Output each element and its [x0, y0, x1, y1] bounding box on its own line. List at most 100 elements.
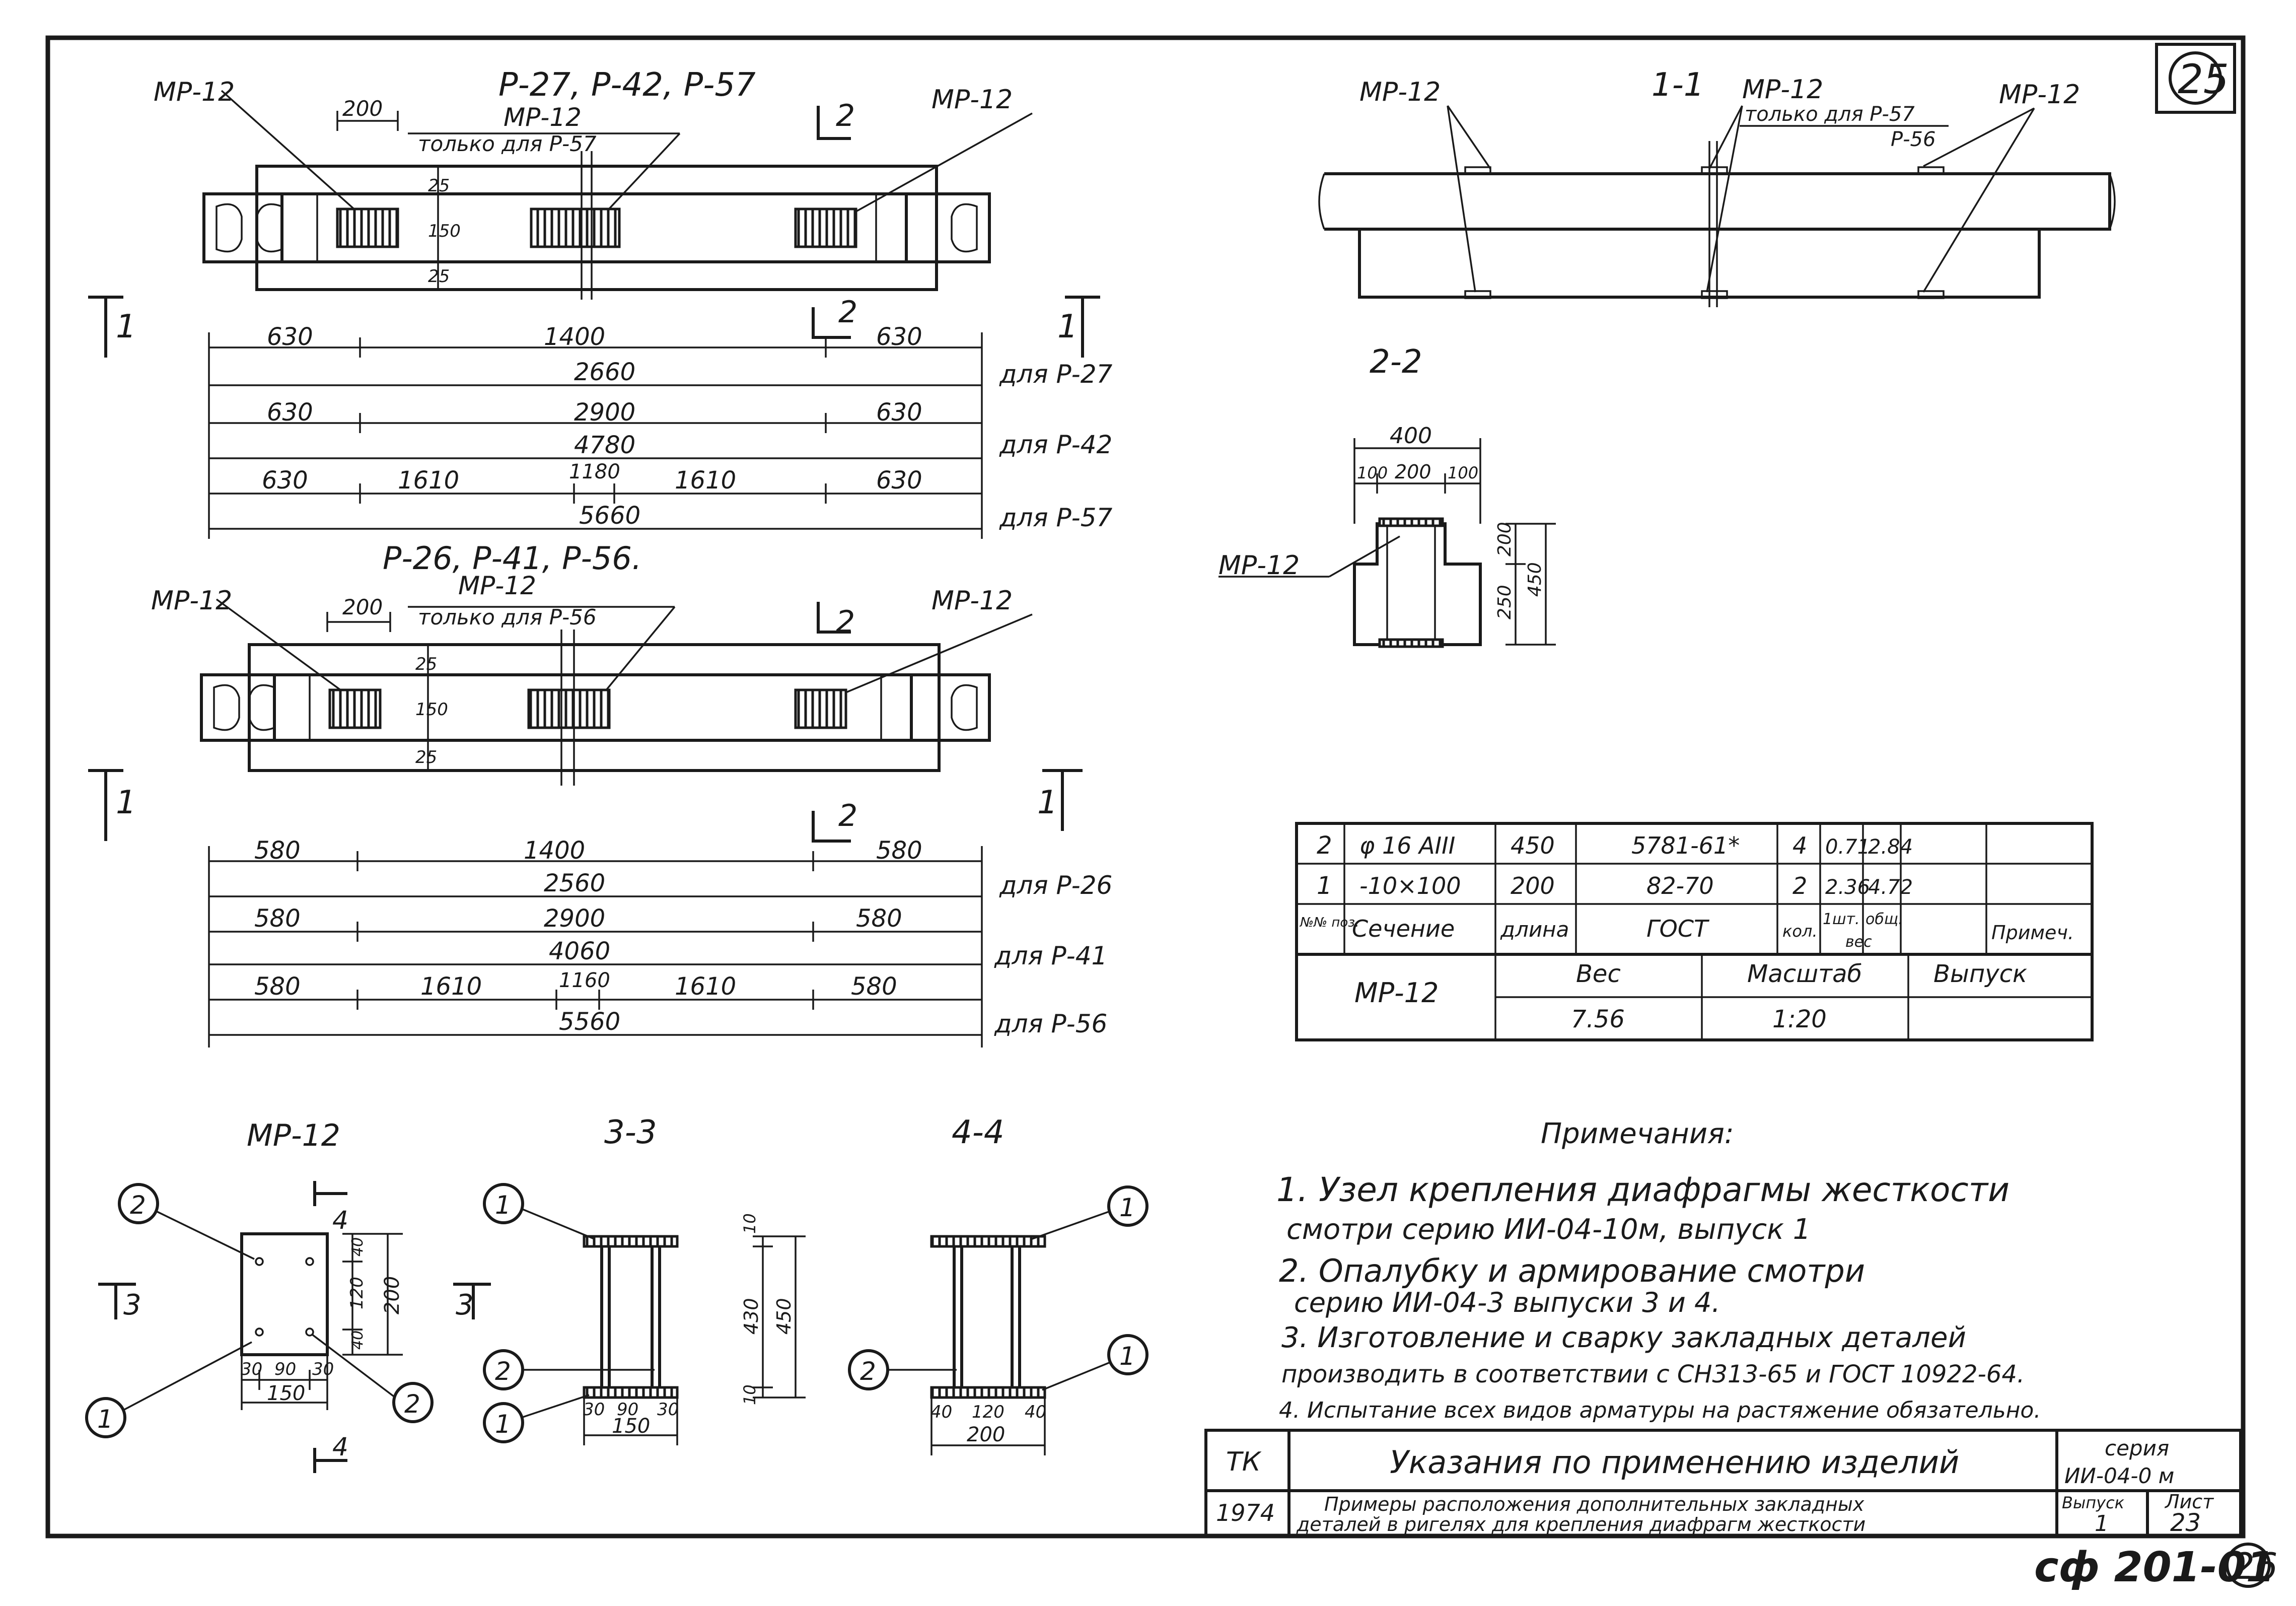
plan-bottom-title: Р-26, Р-41, Р-56. — [383, 540, 642, 577]
plan-bottom-dim-r1-b: 1400 — [524, 836, 585, 865]
section-3-3-title: 3-3 — [604, 1114, 657, 1151]
section-3-3-dim-30a: 30 — [583, 1400, 605, 1420]
section-3-3-dim-90: 90 — [617, 1400, 638, 1420]
plan-top-dim-r4-for: для Р-42 — [999, 430, 1112, 459]
section-1-1-title: 1-1 — [1652, 66, 1704, 104]
plan-bottom-dim-r6-for: для Р-56 — [994, 1009, 1107, 1038]
section-4-4-dim-120: 120 — [972, 1402, 1004, 1422]
section-2-2-dim-450: 450 — [1525, 562, 1545, 597]
title-block-series-label: серия — [2105, 1436, 2169, 1460]
section-4-4-dim-40b: 40 — [1025, 1402, 1046, 1422]
plan-top-dim-r2-for: для Р-27 — [999, 360, 1113, 389]
section-3-3: 3-3 1 2 1 30 90 30 150 10 430 450 10 — [483, 1114, 806, 1445]
detail-mp12-callout-1: 1 — [97, 1405, 113, 1434]
section-3-3-dim-10b: 10 — [740, 1384, 759, 1405]
detail-mp12-dim-90: 90 — [274, 1359, 296, 1379]
section-2-2-dim-400: 400 — [1390, 423, 1432, 449]
spec-row-1-w1: 0.71 — [1825, 835, 1870, 859]
title-block: ТК 1974 Указания по применению изделий П… — [1204, 1429, 2242, 1538]
plan-bottom-section-1-right: 1 — [1037, 784, 1058, 821]
detail-mp12-dim-30a: 30 — [241, 1359, 262, 1379]
detail-mp12-section-3-left: 3 — [123, 1289, 141, 1321]
plan-bottom-dim-r5-a: 580 — [254, 972, 301, 1001]
section-2-2: 2-2 МР-12 400 100 200 100 250 200 450 — [1218, 343, 1556, 648]
plan-bottom-dim-r5-e: 580 — [851, 972, 897, 1001]
plan-top-dim-r3-a: 630 — [267, 398, 313, 427]
spec-row-2-gost: 82-70 — [1646, 872, 1714, 899]
section-2-2-label: МР-12 — [1218, 550, 1300, 581]
notes: Примечания: 1. Узел крепления диафрагмы … — [1276, 1118, 2041, 1423]
plan-top: Р-27, Р-42, Р-57 МР-12 МР-12 МР-12 тольк… — [88, 66, 1113, 539]
section-4-4-dim-40a: 40 — [930, 1402, 952, 1422]
notes-line-4: серию ИИ-04-3 выпуски 3 и 4. — [1294, 1287, 1720, 1318]
title-block-sheet: 23 — [2170, 1509, 2201, 1537]
spec-header-section: Сечение — [1352, 915, 1455, 942]
plan-bottom-dim-r3-b: 2900 — [544, 904, 605, 933]
section-2-2-dim-200v: 200 — [1494, 522, 1515, 556]
detail-mp12-dim-40a: 40 — [349, 1237, 367, 1256]
title-block-subtitle-1: Примеры расположения дополнительных закл… — [1324, 1493, 1864, 1515]
section-2-2-title: 2-2 — [1370, 343, 1422, 381]
spec-header-wt: общ. — [1866, 911, 1903, 928]
spec-row-2-section: -10×100 — [1359, 872, 1461, 899]
plan-top-dim-150: 150 — [428, 221, 461, 241]
spec-row-1-pos: 2 — [1317, 831, 1332, 860]
section-3-3-dim-30b: 30 — [657, 1400, 679, 1420]
plan-top-dim-25a: 25 — [428, 176, 450, 196]
notes-line-7: 4. Испытание всех видов арматуры на раст… — [1279, 1398, 2041, 1423]
plan-bottom-label-mid-note: только для Р-56 — [418, 605, 597, 630]
plan-top-label-right: МР-12 — [931, 85, 1013, 115]
plan-bottom-dim-r4-for: для Р-41 — [994, 941, 1107, 970]
spec-row: 1 -10×100 200 82-70 2 2.36 4.72 — [1317, 872, 1913, 900]
section-4-4-callout-1b: 1 — [1119, 1342, 1135, 1371]
section-3-3-callout-2: 2 — [495, 1357, 511, 1386]
plan-top-dim-r3-c: 630 — [876, 398, 922, 427]
plan-bottom-dim-r3-c: 580 — [856, 904, 902, 933]
spec-row-2-pos: 1 — [1317, 872, 1332, 900]
title-block-sheet-label: Лист — [2164, 1491, 2214, 1513]
plan-top-dim-r4-total: 4780 — [574, 431, 635, 459]
detail-mp12-dim-200: 200 — [381, 1276, 404, 1314]
detail-mp12-section-4-top: 4 — [332, 1206, 348, 1235]
plan-top-dim-r5-d: 1610 — [675, 466, 736, 495]
spec-header-weight: вес — [1845, 933, 1872, 951]
plan-top-label-mid-note: только для Р-57 — [418, 131, 597, 156]
plan-bottom-dim-r1-c: 580 — [876, 836, 922, 865]
sheet-frame: 25 26 сф 201-01 — [45, 35, 2278, 1591]
notes-line-6: производить в соответствии с СН313-65 и … — [1281, 1360, 2025, 1388]
plan-top-label-mid: МР-12 — [504, 103, 582, 132]
spec-header-note: Примеч. — [1991, 922, 2074, 944]
section-3-3-dim-430: 430 — [740, 1298, 762, 1335]
title-block-org: ТК — [1226, 1447, 1262, 1477]
title-block-subtitle-2: деталей в ригелях для крепления диафрагм… — [1296, 1513, 1866, 1535]
section-4-4-dim-200: 200 — [967, 1423, 1005, 1446]
plan-bottom-dim-r3-a: 580 — [254, 904, 301, 933]
plan-top-dim-25b: 25 — [428, 266, 450, 287]
plan-bottom-dim-25b: 25 — [415, 747, 437, 767]
plan-bottom: Р-26, Р-41, Р-56. МР-12 МР-12 МР-12 толь… — [88, 540, 1112, 1048]
detail-mp12-dim-120: 120 — [347, 1277, 367, 1309]
plan-top-label-left: МР-12 — [154, 77, 235, 107]
title-block-title: Указания по применению изделий — [1390, 1444, 1959, 1481]
page-number-bottom: 26 — [2232, 1545, 2278, 1587]
detail-mp12-callout-2b: 2 — [404, 1389, 420, 1419]
section-3-3-dim-150: 150 — [612, 1415, 650, 1438]
section-3-3-dim-10a: 10 — [740, 1213, 759, 1234]
spec-row-2-length: 200 — [1511, 872, 1555, 899]
section-2-2-dim-100b: 100 — [1448, 463, 1478, 482]
spec-footer-scale-label: Масштаб — [1747, 960, 1862, 988]
section-3-3-callout-1a: 1 — [495, 1191, 511, 1220]
spec-header-gost: ГОСТ — [1646, 915, 1710, 942]
plan-top-dim-r1-a: 630 — [267, 323, 313, 351]
section-3-3-callout-1b: 1 — [495, 1410, 511, 1439]
detail-mp12-dim-40b: 40 — [349, 1331, 367, 1350]
section-2-2-dim-250: 250 — [1494, 585, 1515, 619]
plan-bottom-dim-r2-total: 2560 — [544, 869, 605, 897]
detail-mp12-dim-30b: 30 — [312, 1359, 334, 1379]
spec-footer-issue-label: Выпуск — [1933, 960, 2027, 988]
plan-top-section-2-bottom: 2 — [838, 295, 857, 330]
section-1-1-label-left: МР-12 — [1359, 77, 1441, 107]
section-2-2-dim-200: 200 — [1395, 461, 1431, 483]
spec-header-w1: 1шт. — [1823, 911, 1860, 928]
